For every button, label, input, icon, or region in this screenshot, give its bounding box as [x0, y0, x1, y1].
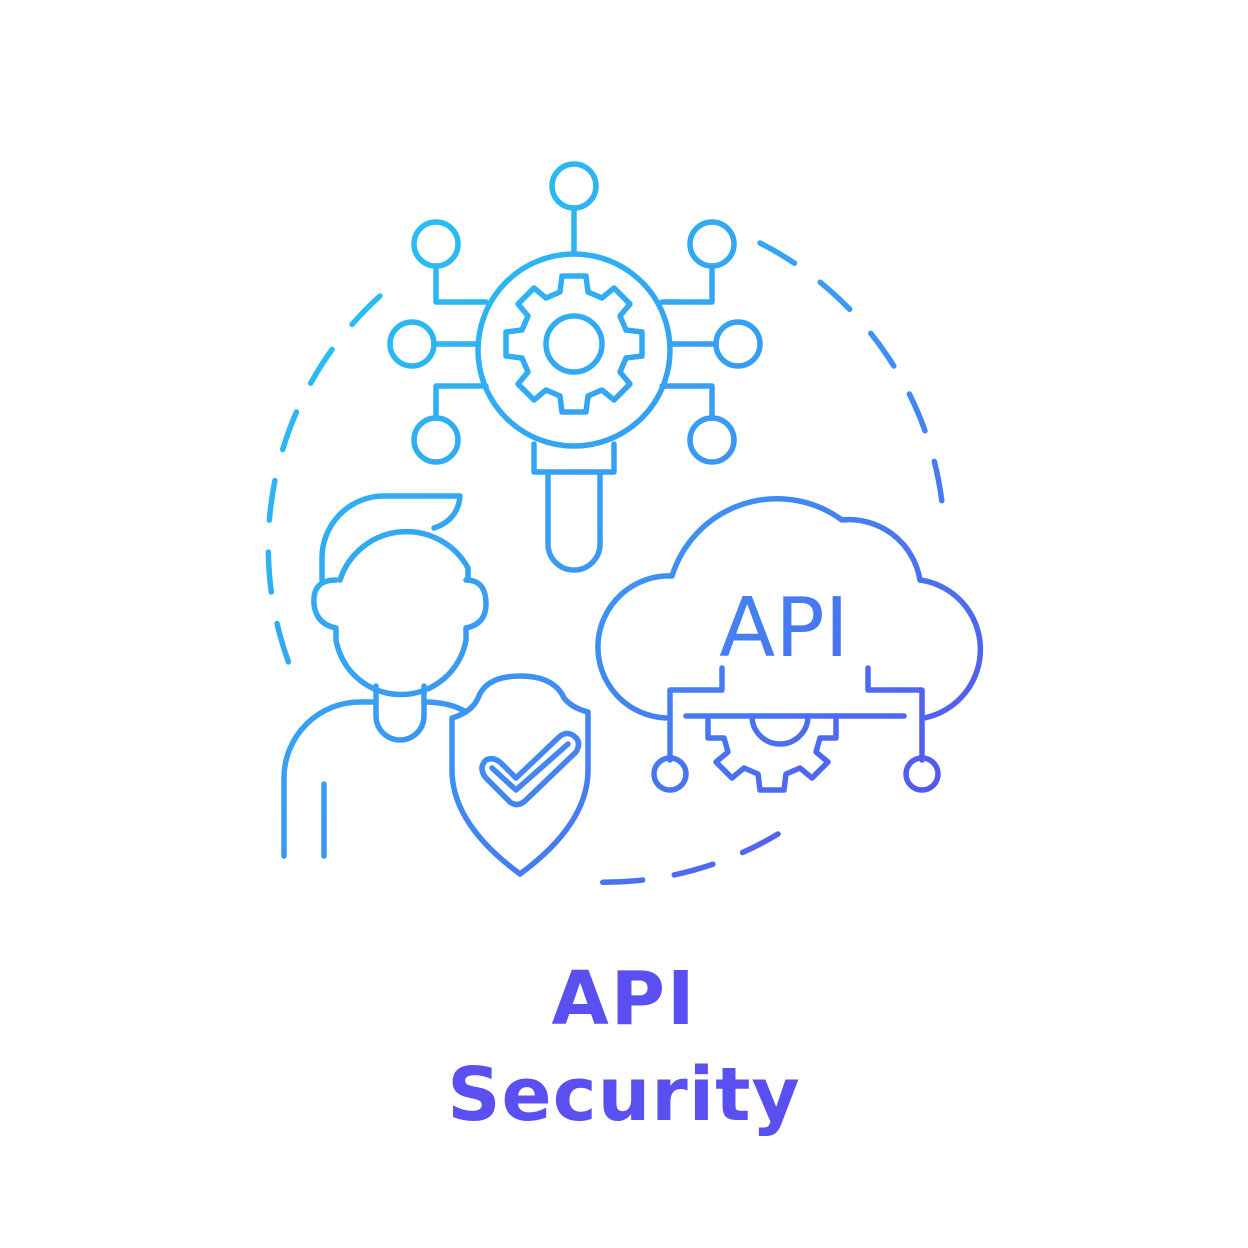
cloud-api-label: API	[719, 581, 849, 676]
magnifier-gear-network-icon	[387, 161, 763, 573]
dashed-circle	[265, 240, 947, 886]
shield-check-icon	[449, 673, 591, 877]
title-line-2: Security	[447, 1052, 801, 1138]
title-line-1: API	[551, 956, 697, 1042]
cloud-api-icon: API	[595, 496, 984, 793]
